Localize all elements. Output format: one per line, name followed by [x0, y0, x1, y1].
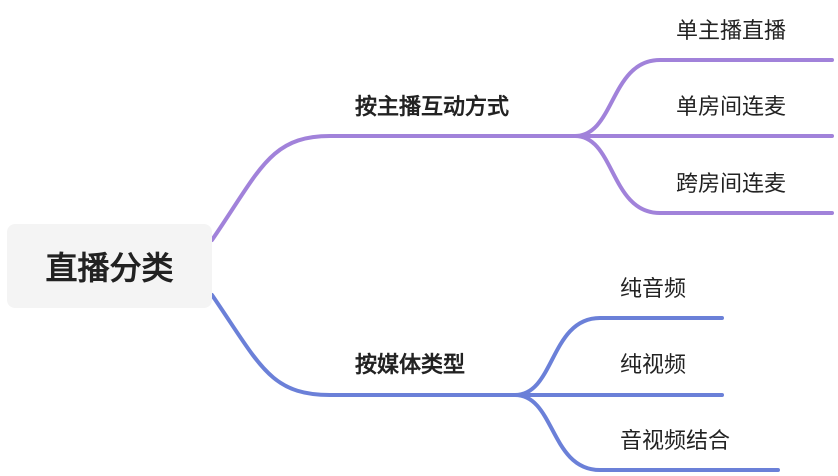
edge-child-3: [573, 134, 834, 215]
branch-lines-interaction: [210, 58, 834, 242]
edge-child-4: [513, 316, 724, 397]
root-node[interactable]: 直播分类: [7, 224, 212, 308]
leaf-node[interactable]: 单房间连麦: [676, 95, 787, 120]
edge-child-1: [573, 58, 834, 138]
leaf-node[interactable]: 纯音频: [620, 277, 687, 302]
branch-lines-media: [210, 293, 780, 472]
leaf-node[interactable]: 单主播直播: [676, 19, 787, 44]
edge-root-media: [210, 293, 517, 397]
leaf-node[interactable]: 音视频结合: [620, 429, 731, 454]
leaf-node[interactable]: 跨房间连麦: [676, 172, 787, 197]
edge-child-6: [513, 393, 780, 472]
branch-node-media[interactable]: 按媒体类型: [355, 353, 466, 378]
edge-root-interaction: [210, 134, 577, 242]
branch-node-interaction[interactable]: 按主播互动方式: [355, 95, 510, 120]
leaf-node[interactable]: 纯视频: [620, 353, 687, 378]
